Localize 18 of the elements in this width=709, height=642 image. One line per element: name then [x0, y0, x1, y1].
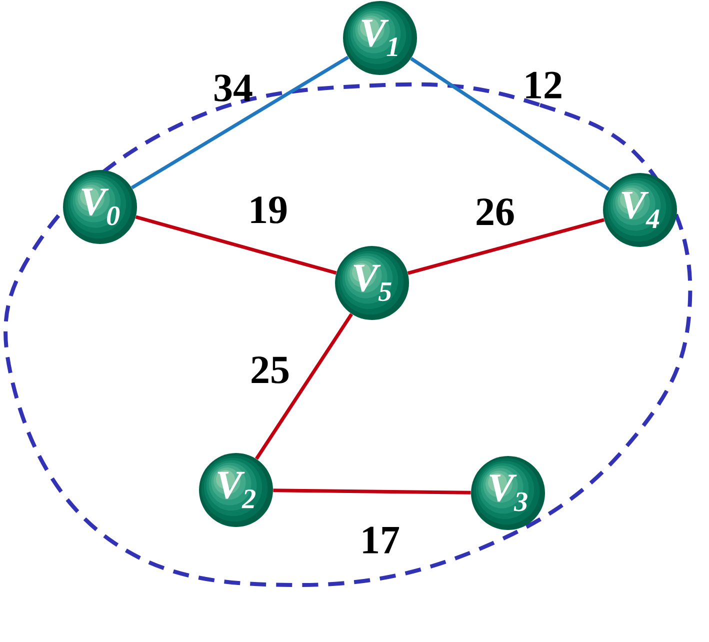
- edge-line: [130, 56, 350, 190]
- edge-line: [135, 215, 337, 275]
- weight-label: 12: [526, 72, 562, 98]
- vertex-ball: V$_{2}$: [199, 452, 273, 527]
- vertex-ball: V$_{0}$: [63, 170, 137, 244]
- weight-label: 34: [214, 74, 252, 102]
- edge-line: [410, 57, 610, 191]
- weight-label: 19: [251, 196, 287, 224]
- weight-label: 25: [252, 356, 289, 384]
- vertex-ball: V$_{4}$: [603, 173, 677, 247]
- weight-label: 26: [476, 198, 514, 226]
- weight-label: 17: [363, 526, 400, 554]
- edge-line: [273, 488, 471, 494]
- edge-line: [254, 313, 354, 460]
- edge-line: [407, 218, 605, 275]
- vertex-ball: V$_{3}$: [471, 456, 545, 530]
- vertex-ball: V$_{5}$: [335, 246, 409, 320]
- vertex-ball: V$_{1}$: [343, 1, 417, 75]
